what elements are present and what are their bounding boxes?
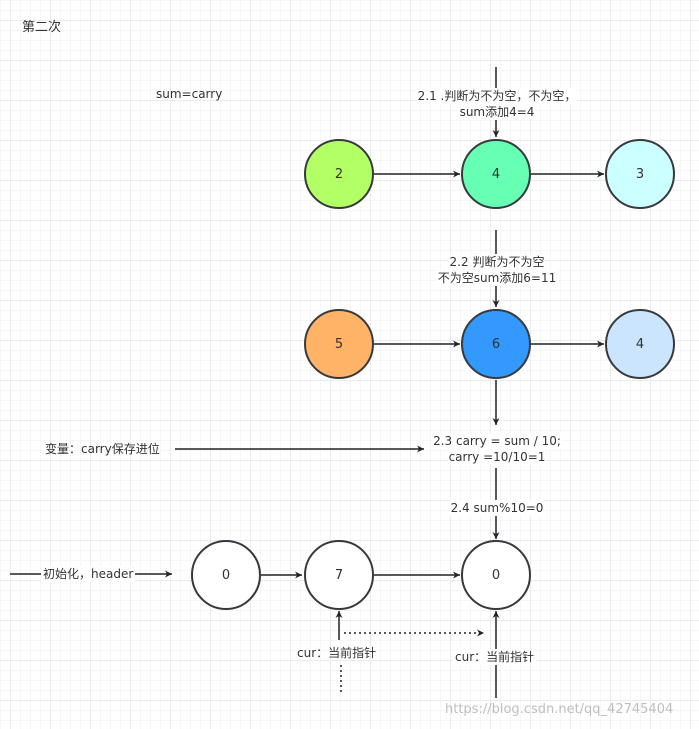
list1-node-1: 2 (304, 139, 374, 209)
list2-node-3: 4 (605, 309, 675, 379)
cur-pointer-label-right: cur：当前指针 (453, 649, 537, 665)
step-2-3-label: 2.3 carry = sum / 10; carry =10/10=1 (397, 433, 597, 465)
step-2-1-line2: sum添加4=4 (458, 104, 536, 120)
step-2-2-line1: 2.2 判断为不为空 (448, 254, 546, 270)
step-2-2-line2: 不为空sum添加6=11 (436, 270, 558, 286)
step-2-1-label: 2.1 .判断为不为空，不为空， sum添加4=4 (397, 88, 597, 120)
list2-node-2: 6 (461, 309, 531, 379)
note-sum-carry: sum=carry (156, 87, 223, 101)
node-value: 0 (221, 567, 231, 583)
node-value: 6 (491, 336, 501, 352)
list1-node-3: 3 (605, 139, 675, 209)
result-node-header: 0 (191, 540, 261, 610)
step-2-3-line2: carry =10/10=1 (447, 449, 547, 465)
node-value: 4 (635, 336, 645, 352)
node-value: 2 (334, 166, 344, 182)
node-value: 0 (491, 567, 501, 583)
step-2-4-text: 2.4 sum%10=0 (449, 500, 545, 516)
result-node-2: 7 (304, 540, 374, 610)
list1-node-2: 4 (461, 139, 531, 209)
step-2-3-line1: 2.3 carry = sum / 10; (432, 433, 562, 449)
step-2-4-label: 2.4 sum%10=0 (397, 500, 597, 516)
step-2-2-label: 2.2 判断为不为空 不为空sum添加6=11 (397, 254, 597, 286)
result-node-3: 0 (461, 540, 531, 610)
list2-node-1: 5 (304, 309, 374, 379)
init-header-label: 初始化，header (41, 566, 136, 582)
carry-variable-label: 变量：carry保存进位 (45, 442, 160, 456)
cur-pointer-label-left: cur：当前指针 (297, 646, 377, 660)
node-value: 7 (334, 567, 344, 583)
node-value: 3 (635, 166, 645, 182)
diagram-title: 第二次 (22, 20, 62, 35)
node-value: 5 (334, 336, 344, 352)
watermark-text: https://blog.csdn.net/qq_42745404 (445, 702, 674, 717)
step-2-1-line1: 2.1 .判断为不为空，不为空， (416, 88, 578, 104)
node-value: 4 (491, 166, 501, 182)
